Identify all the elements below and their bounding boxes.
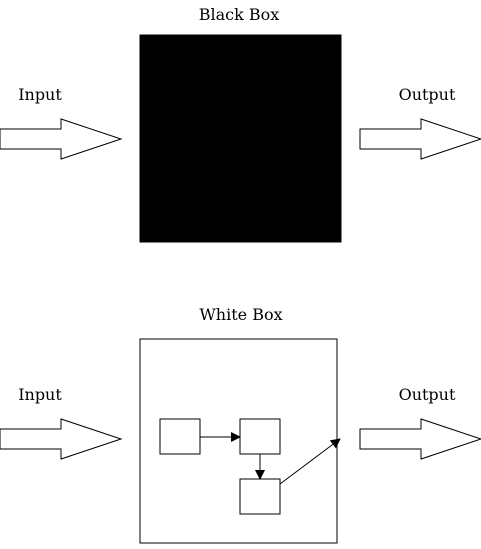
internal-component-b: [239, 418, 281, 455]
black-box-input-label: Input: [18, 85, 62, 104]
white-box-input-label: Input: [18, 385, 62, 404]
black-box-section: Black Box Input Output: [0, 5, 481, 243]
white-box-output-arrow: [359, 418, 481, 460]
black-box: [139, 34, 342, 243]
internal-component-c: [239, 478, 281, 515]
black-box-title: Black Box: [199, 5, 280, 24]
black-box-output-label: Output: [399, 85, 456, 104]
connector-c-to-output: [279, 438, 341, 485]
white-box-output-label: Output: [399, 385, 456, 404]
black-box-output-arrow: [359, 118, 481, 160]
white-box-input-arrow: [0, 418, 123, 460]
internal-component-a: [159, 418, 201, 455]
black-box-input-arrow: [0, 118, 123, 160]
white-box-title: White Box: [199, 305, 282, 324]
white-box-section: White Box Input Output: [0, 305, 481, 544]
